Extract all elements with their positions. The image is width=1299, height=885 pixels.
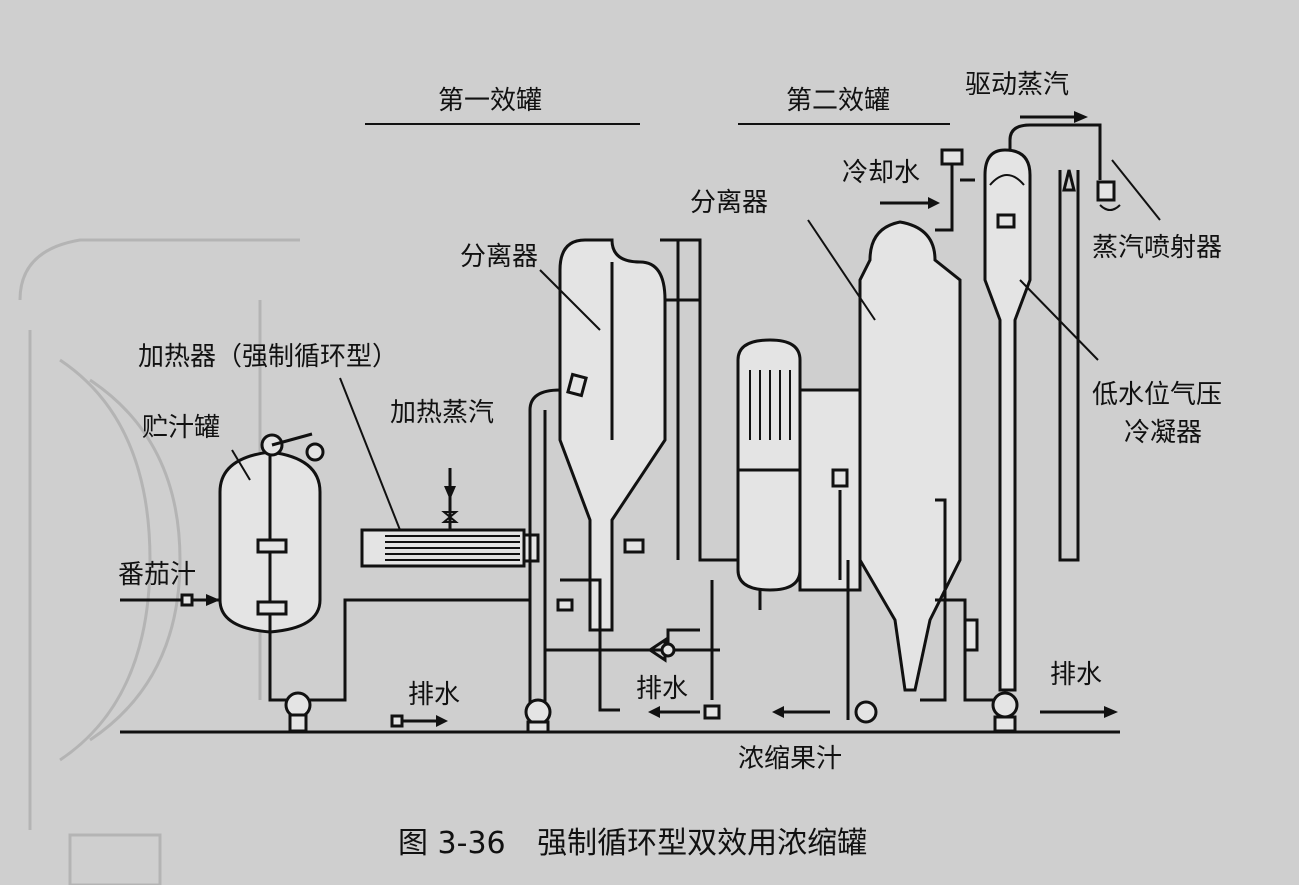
label-heating-steam: 加热蒸汽	[390, 398, 495, 428]
caption-number: 图 3-36	[398, 826, 506, 861]
label-driving-steam: 驱动蒸汽	[965, 70, 1070, 100]
label-low-level-condenser-2: 冷凝器	[1124, 418, 1203, 448]
feed-pump	[268, 598, 530, 733]
separator-second-effect	[798, 220, 1000, 724]
figure-caption: 图 3-36 强制循环型双效用浓缩罐	[398, 818, 889, 862]
label-drain-3: 排水	[1050, 660, 1103, 690]
label-separator-second: 分离器	[690, 188, 769, 218]
label-concentrated-juice: 浓缩果汁	[738, 744, 843, 774]
steam-ejector	[1020, 111, 1121, 562]
first-effect-piping	[524, 388, 720, 734]
barometric-condenser	[983, 123, 1090, 733]
label-heater: 加热器（强制循环型）	[138, 342, 399, 372]
tomato-juice-inlet	[120, 593, 220, 607]
second-effect-heater	[647, 338, 802, 720]
label-steam-ejector: 蒸汽喷射器	[1092, 233, 1223, 263]
separator-first-effect	[558, 238, 712, 632]
cooling-water-inlet	[880, 148, 975, 232]
label-low-level-condenser-1: 低水位气压	[1092, 380, 1223, 410]
label-tomato-juice: 番茄汁	[118, 560, 197, 590]
label-cooling-water: 冷却水	[842, 158, 921, 188]
label-drain-2: 排水	[636, 674, 689, 704]
leader-lines	[231, 159, 1161, 531]
caption-title: 强制循环型双效用浓缩罐	[537, 826, 868, 861]
label-separator-first: 分离器	[460, 242, 539, 272]
label-juice-tank: 贮汁罐	[142, 413, 221, 443]
heater	[360, 468, 540, 568]
drain-arrows	[390, 706, 1118, 728]
label-second-effect: 第二效罐	[786, 86, 891, 116]
label-drain-1: 排水	[408, 680, 461, 710]
label-first-effect: 第一效罐	[438, 86, 543, 116]
